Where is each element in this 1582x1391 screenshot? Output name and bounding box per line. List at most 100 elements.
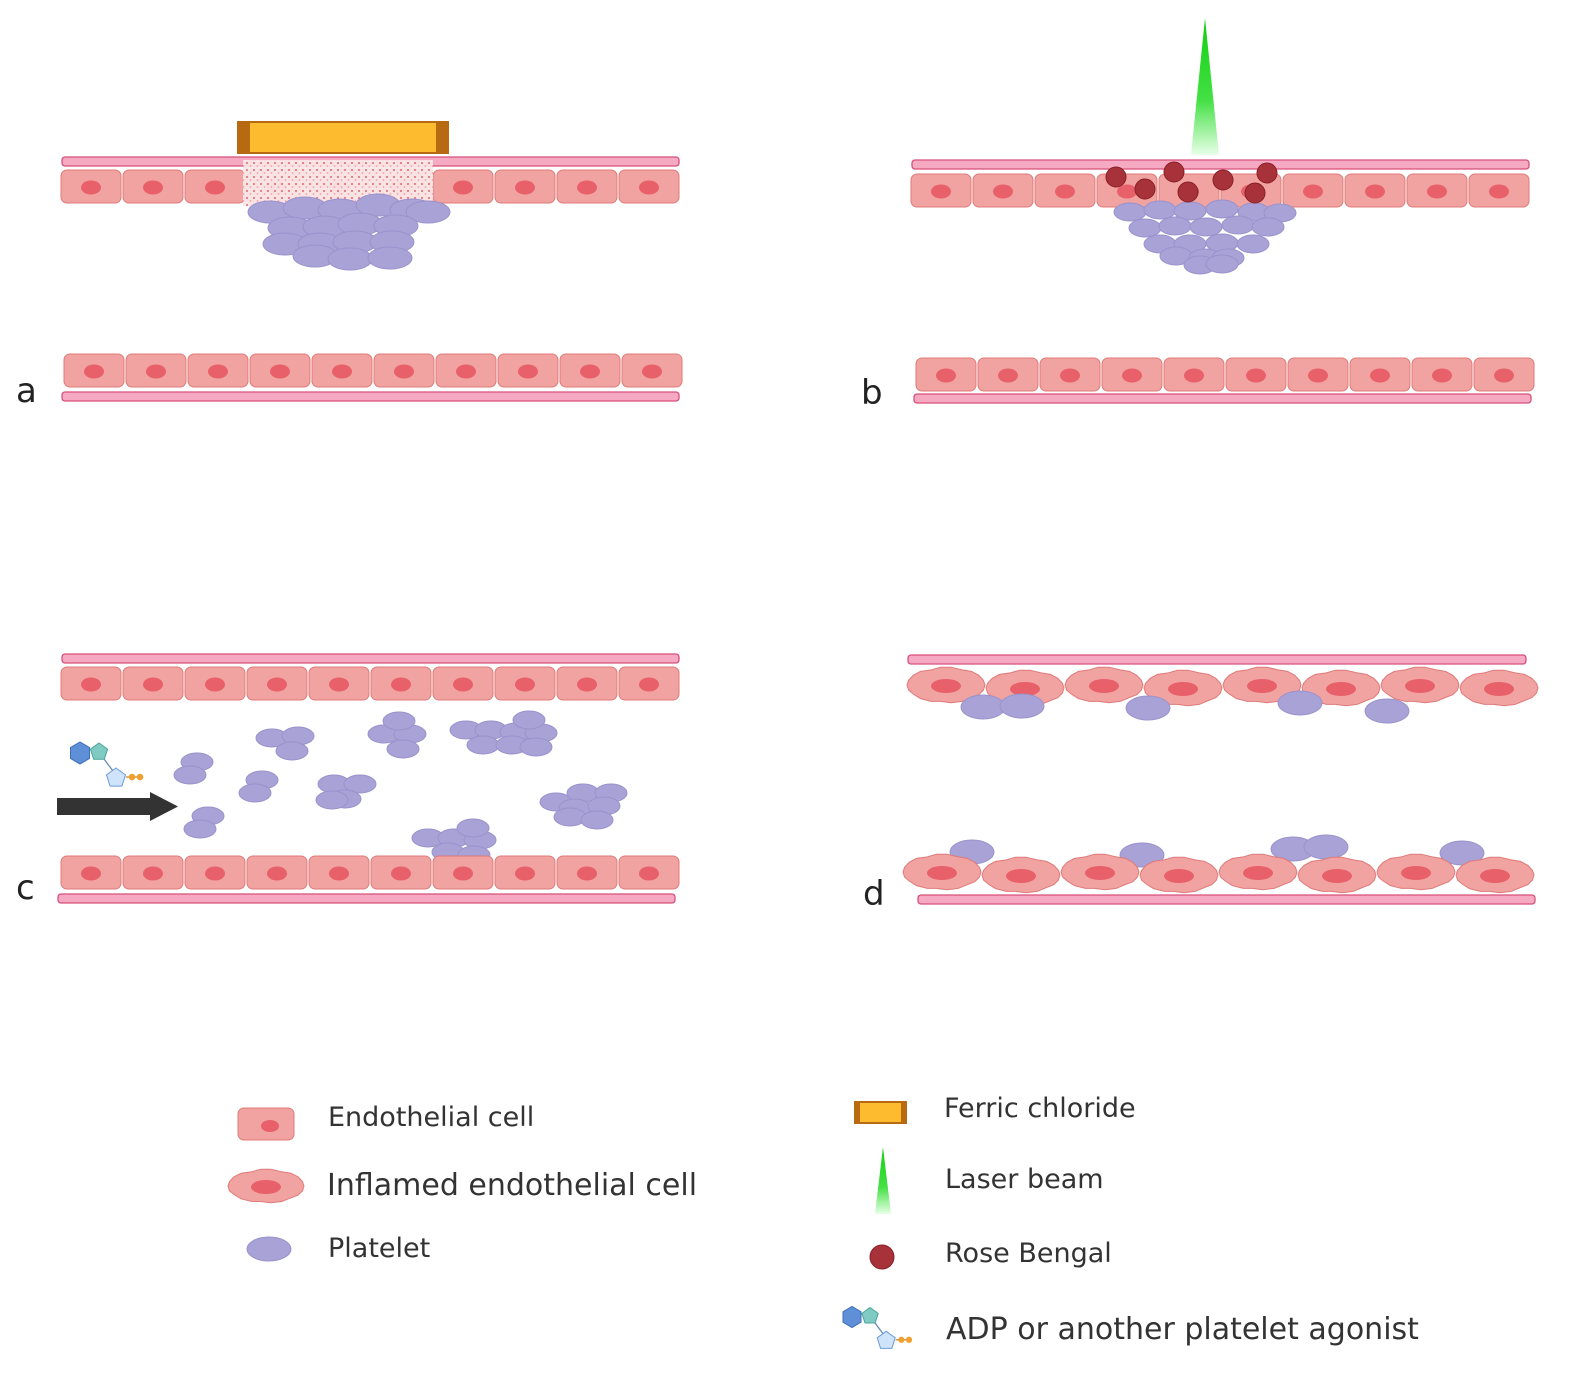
endothelial-cell xyxy=(432,169,494,204)
platelet xyxy=(343,774,377,794)
inflamed-endothelial-cell xyxy=(1143,669,1223,707)
inflamed-endothelial-cell xyxy=(1218,853,1298,891)
endothelial-cell xyxy=(370,855,432,890)
endothelial-cell xyxy=(1406,173,1468,208)
platelet xyxy=(1113,202,1147,222)
legend-symbols xyxy=(227,1101,913,1349)
endothelial-cell xyxy=(497,353,559,388)
platelet xyxy=(553,807,587,827)
agonist-molecule-icon xyxy=(70,741,144,787)
vessel-wall-top xyxy=(61,653,680,664)
legend-rose-bengal: Rose Bengal xyxy=(945,1238,1112,1269)
vessel-wall-top xyxy=(907,654,1527,665)
endothelial-cell xyxy=(556,666,618,701)
inflamed-endothelial-cell xyxy=(1064,666,1144,704)
inflamed-endothelial-cell xyxy=(1380,666,1460,704)
platelet xyxy=(466,735,500,755)
panel-label-d: d xyxy=(863,874,885,914)
legend-agonist: ADP or another platelet agonist xyxy=(946,1312,1419,1347)
rose-bengal-particle xyxy=(1244,182,1266,204)
platelet xyxy=(173,765,207,785)
endothelial-layer-top xyxy=(60,666,680,701)
endothelial-cell xyxy=(373,353,435,388)
endothelial-cell xyxy=(977,357,1039,392)
endothelial-cell xyxy=(122,169,184,204)
platelet xyxy=(1277,690,1323,716)
endothelial-cell xyxy=(972,173,1034,208)
endothelial-cell xyxy=(122,855,184,890)
endothelial-cell xyxy=(60,855,122,890)
ferric-chloride-icon xyxy=(854,1101,907,1124)
platelet xyxy=(315,790,349,810)
platelet xyxy=(275,741,309,761)
endothelial-cell xyxy=(1163,357,1225,392)
platelet xyxy=(580,810,614,830)
endothelial-cell xyxy=(1473,357,1535,392)
endothelial-cell xyxy=(432,855,494,890)
endothelial-cell xyxy=(122,666,184,701)
platelet xyxy=(519,737,553,757)
endothelial-cell xyxy=(1349,357,1411,392)
inflamed-endothelial-cell xyxy=(1301,669,1381,707)
endothelial-cell xyxy=(432,666,494,701)
platelet xyxy=(1251,217,1285,237)
rose-bengal-particle xyxy=(1256,162,1278,184)
endothelial-cell xyxy=(246,855,308,890)
endothelial-cell xyxy=(308,855,370,890)
endothelial-cell xyxy=(60,666,122,701)
vessel-wall-bottom xyxy=(917,894,1536,905)
thrombus xyxy=(247,193,451,271)
endothelial-cell xyxy=(311,353,373,388)
inflamed-endothelial-cell xyxy=(1459,669,1539,707)
platelet xyxy=(238,783,272,803)
platelet xyxy=(1221,215,1255,235)
platelet xyxy=(1143,200,1177,220)
endothelial-cell xyxy=(1287,357,1349,392)
platelet xyxy=(405,200,451,224)
legend-laser-beam: Laser beam xyxy=(945,1164,1104,1195)
endothelial-cell xyxy=(1344,173,1406,208)
endothelial-cell xyxy=(494,666,556,701)
flow-arrow-icon xyxy=(57,792,178,821)
legend-ferric-chloride: Ferric chloride xyxy=(944,1093,1136,1124)
endothelial-cell xyxy=(910,173,972,208)
panel-a-ferric-chloride-model xyxy=(60,121,683,402)
rose-bengal-particle xyxy=(1212,169,1234,191)
platelet xyxy=(183,819,217,839)
platelet xyxy=(512,710,546,730)
rose-bengal-particle xyxy=(1134,178,1156,200)
panel-label-c: c xyxy=(16,868,35,908)
platelet xyxy=(382,711,416,731)
ferric-diffusion-zone xyxy=(243,160,433,206)
rose-bengal-particles xyxy=(1105,161,1278,204)
endothelial-cell xyxy=(1039,357,1101,392)
vessel-wall-bottom xyxy=(57,893,676,904)
endothelial-layer-bottom xyxy=(915,357,1535,392)
platelet xyxy=(1158,216,1192,236)
inflamed-endothelial-cell xyxy=(981,856,1061,894)
endothelial-cell xyxy=(494,169,556,204)
thrombus xyxy=(1113,199,1297,275)
vessel-wall-bottom xyxy=(913,393,1532,404)
inflamed-endothelial-cell xyxy=(1222,666,1302,704)
platelet xyxy=(1205,199,1239,219)
endothelial-cell xyxy=(308,666,370,701)
inflamed-endothelial-cell xyxy=(1376,853,1456,891)
platelet xyxy=(367,246,413,270)
endothelial-cell xyxy=(249,353,311,388)
inflamed-endothelial-cell xyxy=(1455,856,1535,894)
inflamed-endothelial-layer-bottom xyxy=(902,853,1535,894)
platelet xyxy=(960,694,1006,720)
platelet xyxy=(327,247,373,271)
platelet xyxy=(999,693,1045,719)
panel-label-b: b xyxy=(861,373,883,413)
inflamed-endothelial-cell xyxy=(902,853,982,891)
endothelial-cell xyxy=(618,666,680,701)
platelet xyxy=(386,739,420,759)
laser-beam-legend-icon xyxy=(875,1147,891,1214)
endothelial-cell xyxy=(125,353,187,388)
endothelial-cell xyxy=(246,666,308,701)
adherent-platelets-top xyxy=(960,690,1410,724)
endothelial-cell xyxy=(184,855,246,890)
